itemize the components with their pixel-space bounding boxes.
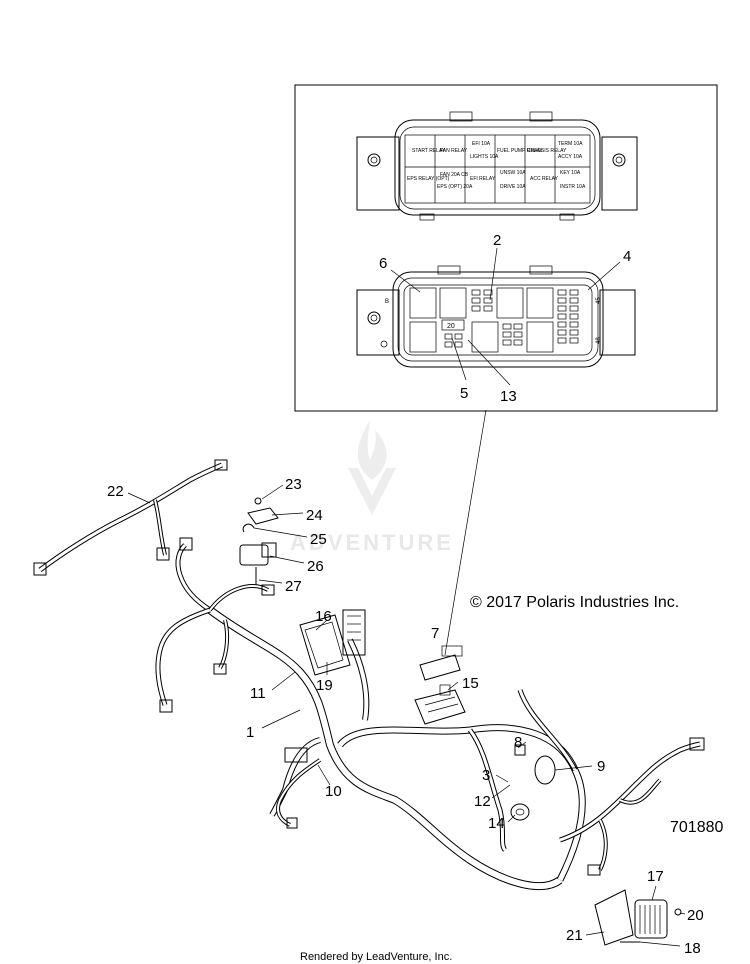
relay-bracket <box>239 497 279 585</box>
fuse-box-detail-frame <box>294 84 718 412</box>
callout-25: 25 <box>310 531 327 548</box>
callout-13: 13 <box>500 388 517 405</box>
diagram-number: 701880 <box>670 819 723 836</box>
callout-5: 5 <box>460 385 468 402</box>
side-48-label: 48 <box>596 337 602 344</box>
label-efi-relay: EFI RELAY <box>470 176 496 182</box>
callout-3: 3 <box>482 767 490 784</box>
callout-numbers: 4 2 6 5 13 22 23 24 25 26 27 16 19 11 1 … <box>107 232 704 957</box>
callout-15: 15 <box>462 675 479 692</box>
part-8-clip <box>514 744 526 756</box>
label-efi-10a: EFI 10A <box>472 141 491 147</box>
callout-4: 4 <box>623 248 631 265</box>
callout-26: 26 <box>307 558 324 575</box>
inset-leader-lines <box>390 247 621 386</box>
label-drive-10a: DRIVE 10A <box>500 184 526 190</box>
side-45-label: 45 <box>596 297 602 304</box>
callout-23: 23 <box>285 476 302 493</box>
callout-1: 1 <box>246 724 254 741</box>
callout-10: 10 <box>325 783 342 800</box>
label-term-10a: TERM 10A <box>558 141 583 147</box>
fuse-box-cover-view: START RELAY FAN RELAY EFI 10A LIGHTS 10A… <box>356 111 638 221</box>
callout-leaders <box>127 484 686 947</box>
label-lights-10a: LIGHTS 10A <box>470 154 499 160</box>
callout-8: 8 <box>514 734 522 751</box>
label-instr-10a: INSTR 10A <box>560 184 586 190</box>
callout-11: 11 <box>250 685 266 702</box>
label-unsw-10a: UNSW 10A <box>500 170 526 176</box>
watermark-text: ADVENTURE <box>290 530 454 555</box>
voltage-regulator <box>594 889 682 946</box>
leadventure-watermark: ADVENTURE <box>290 420 454 555</box>
label-eps-relay: EPS RELAY (OPT) <box>407 176 450 182</box>
part-9-grommet <box>534 755 556 785</box>
label-start-relay: START RELAY <box>412 148 446 154</box>
callout-24: 24 <box>306 507 323 524</box>
callout-7: 7 <box>431 625 439 642</box>
callout-21: 21 <box>566 927 583 944</box>
callout-14: 14 <box>488 815 505 832</box>
callout-12: 12 <box>474 793 491 810</box>
label-key-10a: KEY 10A <box>560 170 581 176</box>
part-14-grommet <box>510 803 530 821</box>
main-harness <box>33 459 705 946</box>
callout-22: 22 <box>107 483 124 500</box>
callout-20: 20 <box>687 907 704 924</box>
fuse-box-open-view: 20 B 45 48 <box>356 265 636 368</box>
footer-text: Rendered by LeadVenture, Inc. <box>300 951 452 963</box>
callout-9: 9 <box>597 758 605 775</box>
label-eps-opt-20a: EPS (OPT) 20A <box>437 184 473 190</box>
callout-19: 19 <box>316 677 333 694</box>
label-fan-20a-cb: FAN 20A CB <box>440 172 469 178</box>
callout-16: 16 <box>315 608 332 625</box>
detail-leader-line <box>444 409 487 656</box>
label-chassis-relay: CHASSIS RELAY <box>527 148 567 154</box>
ecu-module <box>299 609 366 676</box>
side-b-label: B <box>385 299 389 305</box>
callout-27: 27 <box>285 578 302 595</box>
copyright-text: © 2017 Polaris Industries Inc. <box>470 594 679 611</box>
fuse-box-assembly <box>414 645 466 725</box>
callout-18: 18 <box>684 940 701 957</box>
callout-6: 6 <box>379 255 387 272</box>
label-acc-10a: ACCY 10A <box>558 154 583 160</box>
fuse-20-label: 20 <box>447 323 455 330</box>
callout-2: 2 <box>493 232 501 249</box>
label-fuel-pump-relay: FUEL PUMP RELAY <box>497 148 543 154</box>
label-acc-relay: ACC RELAY <box>530 176 559 182</box>
label-fan-relay: FAN RELAY <box>440 148 468 154</box>
callout-17: 17 <box>647 868 664 885</box>
